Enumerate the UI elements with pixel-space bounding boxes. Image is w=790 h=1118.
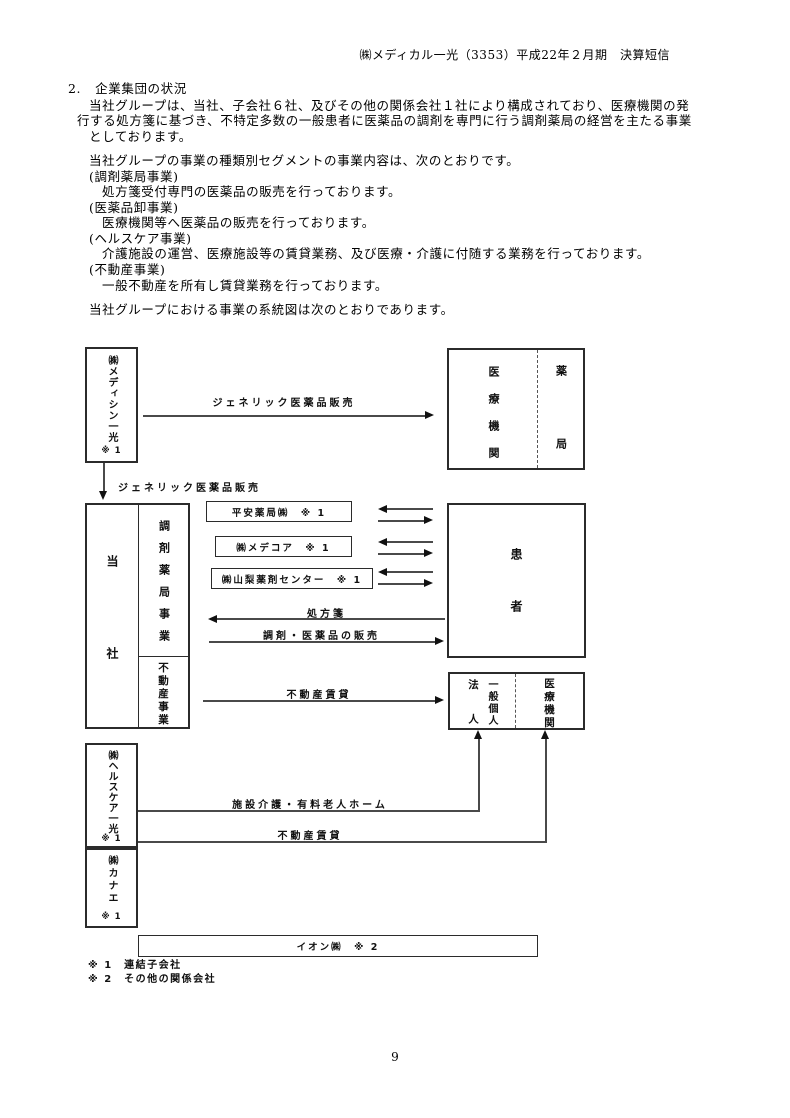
arrow-medecore-right-head xyxy=(424,549,433,557)
cell-medical-institution-bottom: 医療機関 xyxy=(516,674,583,730)
box-medicine-ikko-label: ㈱メディシン一光 xyxy=(106,355,117,443)
arrow-realestate-lease-2-hline xyxy=(138,841,547,843)
arrow-facility-care-vline xyxy=(478,739,480,811)
cell-medical-institution-top: 医療機関 xyxy=(449,350,538,474)
cell-company-segments: 調剤薬局事業 不動産事業 xyxy=(138,505,188,727)
arrow-facility-care-hline xyxy=(138,810,480,812)
box-medical-institution-bottom-label: 医療機関 xyxy=(543,678,555,730)
diagram-heading: 当社グループにおける事業の系統図は次のとおりであります。 xyxy=(89,302,454,317)
box-dispensing-segment-label: 調剤薬局事業 xyxy=(157,520,171,652)
box-medecore-label: ㈱メデコア ※ 1 xyxy=(236,542,331,554)
arrow-yamanashi-right-head xyxy=(424,579,433,587)
box-corporation-label: 法人 xyxy=(467,679,479,748)
page-number: 9 xyxy=(391,1050,399,1064)
arrow-heian-left-head xyxy=(378,505,387,513)
box-patient: 患者 xyxy=(447,503,586,658)
arrow-yamanashi-left-line xyxy=(387,571,433,573)
arrow-realestate-lease-1-head xyxy=(435,696,444,704)
box-healthcare-ikko-label: ㈱ヘルスケア一光 xyxy=(106,750,117,834)
segment-1-desc: 処方箋受付専門の医薬品の販売を行っております。 xyxy=(102,184,402,199)
arrow-generic-sales-down-head xyxy=(99,491,107,500)
cell-realestate-segment: 不動産事業 xyxy=(139,656,188,727)
arrow-heian-right-head xyxy=(424,516,433,524)
box-individual-label: 一般個人 xyxy=(486,679,497,727)
box-medical-institution-top-label: 医療機関 xyxy=(487,366,500,474)
box-patient-label: 患者 xyxy=(509,548,523,652)
arrow-dispensing-sales-head xyxy=(435,637,444,645)
cell-corporation-individual: 法人 一般個人 xyxy=(450,674,516,748)
label-facility-care: 施設介護・有料老人ホーム xyxy=(232,800,388,811)
arrow-realestate-lease-2-vline xyxy=(545,739,547,842)
box-aeon: イオン㈱ ※ 2 xyxy=(138,935,538,957)
label-generic-sales-down: ジェネリック医薬品販売 xyxy=(118,483,261,494)
arrow-facility-care-head xyxy=(474,730,482,739)
box-medicine-ikko: ㈱メディシン一光 ※ 1 xyxy=(85,347,138,463)
box-kanae-label: ㈱カナエ xyxy=(106,855,117,905)
box-healthcare-ikko-note: ※ 1 xyxy=(101,834,122,844)
box-medical-institution-pharmacy: 医療機関 薬局 xyxy=(447,348,585,511)
legend-item-2: ※ 2 その他の関係会社 xyxy=(88,974,217,985)
label-realestate-lease-1: 不動産賃貸 xyxy=(286,690,352,701)
segment-2-desc: 医療機関等へ医薬品の販売を行っております。 xyxy=(102,215,375,230)
arrow-realestate-lease-2-head xyxy=(541,730,549,739)
intro-line-1: 当社グループは、当社、子会社６社、及びその他の関係会社１社により構成されており、… xyxy=(89,98,690,113)
arrow-heian-right-line xyxy=(378,520,424,522)
arrow-dispensing-sales-line xyxy=(209,641,435,643)
box-heian-pharmacy-label: 平安薬局㈱ ※ 1 xyxy=(231,507,327,519)
segment-3-name: (ヘルスケア事業) xyxy=(89,231,192,246)
segment-2-name: (医薬品卸事業) xyxy=(89,200,179,215)
box-aeon-label: イオン㈱ ※ 2 xyxy=(296,942,380,953)
arrow-medecore-right-line xyxy=(378,553,424,555)
box-corporation-individual-medical: 法人 一般個人 医療機関 xyxy=(448,672,585,748)
segment-3-desc: 介護施設の運営、医療施設等の賃貸業務、及び医療・介護に付随する業務を行っておりま… xyxy=(102,246,650,261)
section-title-text: 企業集団の状況 xyxy=(95,81,187,96)
legend-item-1: ※ 1 連結子会社 xyxy=(88,960,182,971)
arrow-yamanashi-left-head xyxy=(378,568,387,576)
label-realestate-lease-2: 不動産賃貸 xyxy=(277,831,343,842)
segment-4-desc: 一般不動産を所有し賃貸業務を行っております。 xyxy=(102,278,388,293)
box-kanae-note: ※ 1 xyxy=(101,912,122,922)
cell-pharmacy-top: 薬局 xyxy=(538,350,583,511)
label-dispensing-sales: 調剤・医薬品の販売 xyxy=(263,631,380,642)
arrow-realestate-lease-1-line xyxy=(203,700,435,702)
arrow-generic-sales-down-line xyxy=(103,463,105,493)
segment-4-name: (不動産事業) xyxy=(89,262,166,277)
label-prescription: 処方箋 xyxy=(307,609,346,620)
box-realestate-segment-label: 不動産事業 xyxy=(157,662,169,727)
page-header: ㈱メディカル一光（3353）平成22年２月期 決算短信 xyxy=(359,48,670,62)
box-company-label: 当社 xyxy=(105,555,119,739)
arrow-prescription-line xyxy=(217,618,445,620)
intro-line-3: としております。 xyxy=(89,129,192,144)
box-kanae: ㈱カナエ ※ 1 xyxy=(85,848,138,928)
section-number: 2. xyxy=(68,81,82,96)
arrow-generic-sales-top-head xyxy=(425,411,434,419)
arrow-medecore-left-head xyxy=(378,538,387,546)
arrow-prescription-head xyxy=(208,615,217,623)
arrow-generic-sales-top-line xyxy=(143,415,425,417)
box-medecore: ㈱メデコア ※ 1 xyxy=(215,536,352,557)
arrow-medecore-left-line xyxy=(387,541,433,543)
segment-1-name: (調剤薬局事業) xyxy=(89,169,179,184)
cell-company: 当社 xyxy=(87,505,138,739)
cell-dispensing-segment: 調剤薬局事業 xyxy=(139,505,188,656)
section-title: 2. 企業集団の状況 xyxy=(68,78,187,97)
arrow-yamanashi-right-line xyxy=(378,583,424,585)
arrow-heian-left-line xyxy=(387,508,433,510)
box-medicine-ikko-note: ※ 1 xyxy=(101,446,122,456)
box-company: 当社 調剤薬局事業 不動産事業 xyxy=(85,503,190,739)
box-yamanashi-center-label: ㈱山梨薬剤センター ※ 1 xyxy=(221,574,363,586)
box-pharmacy-label: 薬局 xyxy=(554,365,568,511)
box-healthcare-ikko: ㈱ヘルスケア一光 ※ 1 xyxy=(85,743,138,848)
box-heian-pharmacy: 平安薬局㈱ ※ 1 xyxy=(206,501,352,522)
label-generic-sales-top: ジェネリック医薬品販売 xyxy=(212,398,356,409)
intro-line-2: 行する処方箋に基づき、不特定多数の一般患者に医薬品の調剤を専門に行う調剤薬局の経… xyxy=(77,113,692,128)
box-yamanashi-center: ㈱山梨薬剤センター ※ 1 xyxy=(211,568,373,589)
segments-heading: 当社グループの事業の種類別セグメントの事業内容は、次のとおりです。 xyxy=(89,153,520,168)
